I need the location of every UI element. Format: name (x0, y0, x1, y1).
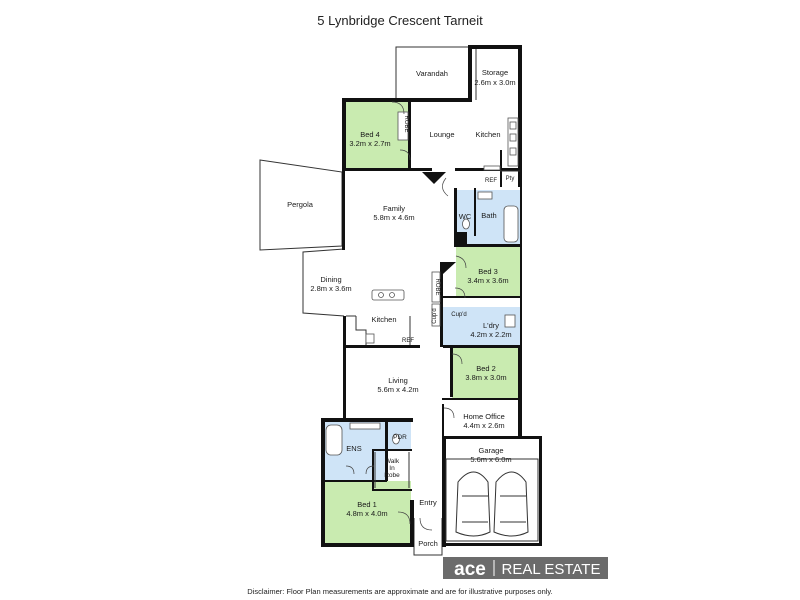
room-wc-label: WC (459, 212, 472, 221)
ace-real-estate-logo: ace REAL ESTATE (443, 557, 608, 580)
room-pergola-label: Pergola (287, 200, 314, 209)
logo-mark: ace (454, 559, 486, 580)
room-bed3-dims: 3.4m x 3.6m (467, 276, 508, 285)
room-bed3-label: Bed 3 (478, 267, 498, 276)
fixtures (325, 111, 539, 542)
room-bed1-label: Bed 1 (357, 500, 377, 509)
car-icon (455, 471, 491, 537)
room-family-dims: 5.8m x 4.6m (373, 213, 414, 222)
room-bed2-label: Bed 2 (476, 364, 496, 373)
room-laundry-label: L'dry (483, 321, 499, 330)
room-verandah-label: Varandah (416, 69, 448, 78)
dining-bay-outline (302, 248, 345, 317)
room-bed4-dims: 3.2m x 2.7m (349, 139, 390, 148)
cupd-label-2: Cup'd (451, 312, 467, 318)
room-bath-label: Bath (481, 211, 496, 220)
room-living-dims: 5.6m x 4.2m (377, 385, 418, 394)
room-pdr-label: PDR (393, 434, 407, 441)
bed2-fill (452, 348, 520, 398)
room-home-office-dims: 4.4m x 2.6m (463, 421, 504, 430)
room-ens-label: ENS (346, 444, 361, 453)
room-living-label: Living (388, 376, 408, 385)
disclaimer-text: Disclaimer: Floor Plan measurements are … (247, 587, 552, 596)
room-lounge-label: Lounge (429, 130, 454, 139)
pty-label: Pty (506, 176, 515, 182)
room-porch-label: Porch (418, 539, 438, 548)
robe3-label: ROBE (434, 278, 440, 295)
room-storage-dims: 2.6m x 3.0m (474, 78, 515, 87)
bed3-fill (456, 246, 520, 298)
room-family-label: Family (383, 204, 405, 213)
cupd-label-1: Cup'd (432, 308, 438, 324)
car-icon (493, 471, 529, 537)
room-kitchen-top-label: Kitchen (475, 130, 500, 139)
door-swings (345, 101, 467, 531)
room-dining-label: Dining (320, 275, 341, 284)
room-garage-label: Garage (478, 446, 503, 455)
pdr-fill (387, 421, 411, 449)
room-garage-dims: 5.6m x 6.0m (470, 455, 511, 464)
robe4-label: ROBE (403, 115, 409, 132)
room-kitchen-mid-label: Kitchen (371, 315, 396, 324)
room-walk-in-robe-line3: Robe (384, 472, 400, 479)
bed1-fill (323, 481, 411, 545)
logo-text: REAL ESTATE (502, 561, 601, 578)
page-title: 5 Lynbridge Crescent Tarneit (317, 13, 483, 28)
room-bed1-dims: 4.8m x 4.0m (346, 509, 387, 518)
room-walk-in-robe-line2: In (389, 465, 395, 472)
room-dining-dims: 2.8m x 3.6m (310, 284, 351, 293)
room-storage-label: Storage (482, 68, 508, 77)
room-bed2-dims: 3.8m x 3.0m (465, 373, 506, 382)
room-laundry-dims: 4.2m x 2.2m (470, 330, 511, 339)
room-home-office-label: Home Office (463, 412, 505, 421)
room-walk-in-robe-line1: Walk (385, 458, 400, 465)
room-entry-label: Entry (419, 498, 437, 507)
ref-mid-label: REF (402, 338, 414, 344)
porch-outline (413, 518, 443, 556)
ref-top-label: REF (485, 178, 497, 184)
verandah-outline (395, 46, 477, 100)
room-bed4-label: Bed 4 (360, 130, 380, 139)
